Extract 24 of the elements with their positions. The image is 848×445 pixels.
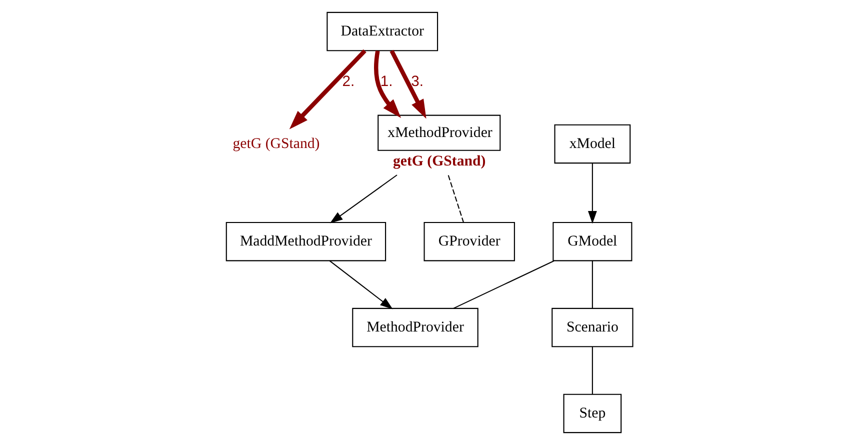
connector (453, 260, 554, 309)
node-text: getG (GStand) (232, 136, 320, 152)
node-label: getG (GStand) (392, 153, 486, 170)
arrow (329, 260, 393, 310)
connector (592, 346, 593, 394)
edge-label: 1. (380, 74, 393, 90)
node-box: GProvider (424, 222, 515, 262)
arrow (588, 163, 597, 224)
connector (592, 260, 593, 308)
node-box: Scenario (552, 308, 634, 348)
node-box: xModel (554, 124, 631, 164)
arrow (390, 50, 426, 119)
arrow (289, 49, 366, 130)
edge-label: 3. (411, 74, 424, 90)
arrow (330, 174, 398, 224)
node-box: DataExtractor (326, 12, 438, 52)
node-box: GModel (552, 222, 632, 262)
node-box: MethodProvider (352, 308, 478, 348)
edge-label: 2. (342, 74, 355, 90)
node-box: MaddMethodProvider (226, 222, 386, 262)
arrow (374, 50, 402, 118)
node-box: xMethodProvider (378, 114, 501, 151)
node-box: Step (563, 394, 622, 434)
connector (448, 175, 464, 223)
